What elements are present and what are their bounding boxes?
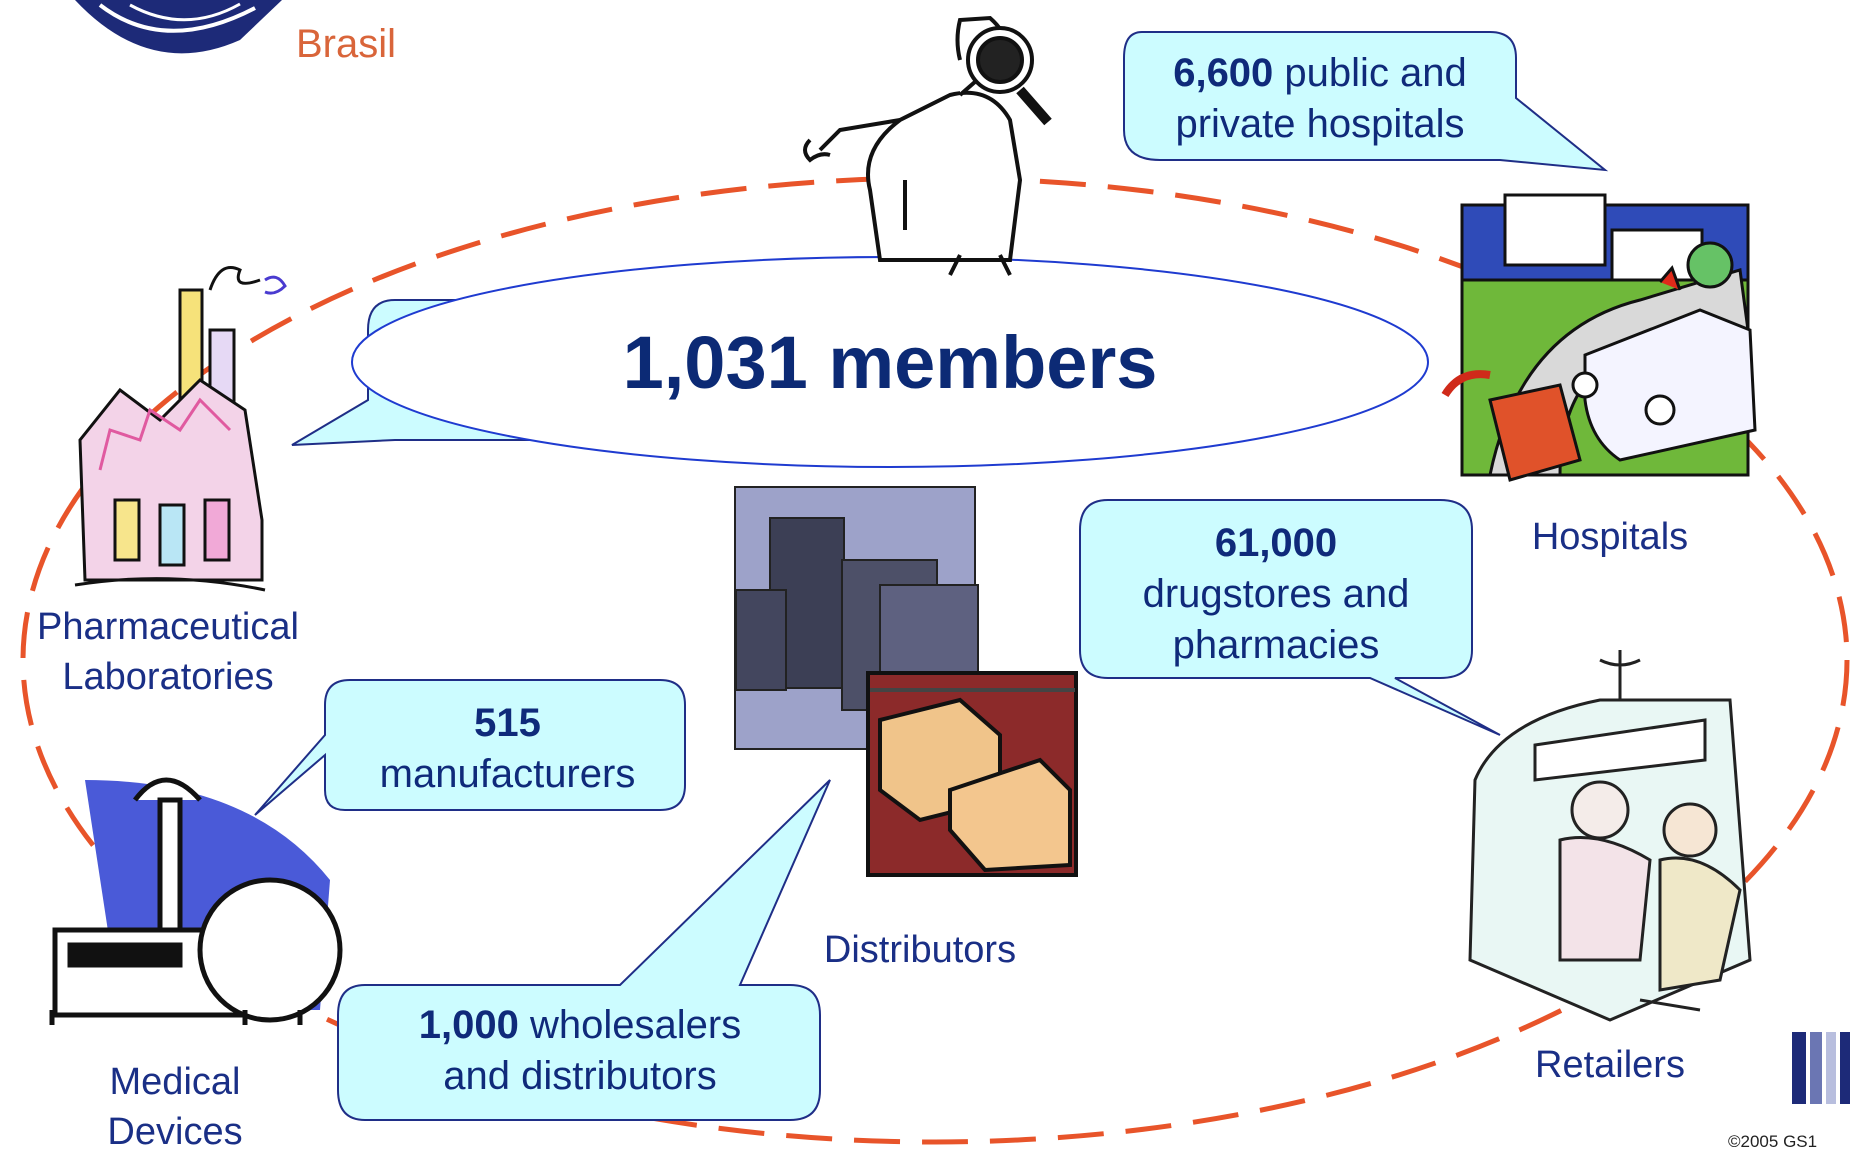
center-title: 1,031 members [622,321,1158,404]
pharmacy-clipart-icon [1468,650,1752,1022]
manufacturers-line2: manufacturers [379,752,636,796]
hospitals-bubble-shape [1123,31,1609,172]
retailers-label: Retailers [1535,1044,1685,1086]
retailers-line3: pharmacies [1172,623,1380,667]
detective-clipart-icon [803,15,1052,276]
manufacturers-count: 515 [474,701,541,745]
hospital-ambulance-clipart-icon [1441,193,1757,482]
pharma-label: Pharmaceutical Laboratories [18,602,318,702]
distributors-bubble-shape [337,779,831,1121]
distributors-line2: and distributors [443,1054,717,1098]
retailers-count: 61,000 [1214,521,1338,565]
factory-clipart-icon [49,777,343,1025]
hospitals-label: Hospitals [1531,516,1689,558]
hospitals-line2: private hospitals [1175,102,1465,146]
hospitals-count: 6,600 [1173,51,1274,95]
hospitals-bubble-text: 6,600 public and private hospitals [1135,48,1505,150]
pharmaceutical-lab-clipart-icon [74,266,287,592]
manufacturers-bubble-text: 515 manufacturers [330,698,685,800]
brand-country: Brasil [296,22,397,66]
pharma-label-line1: Pharmaceutical [37,606,299,648]
distributors-label: Distributors [823,929,1017,971]
pharma-label-line2: Laboratories [62,656,274,698]
distributors-line1: wholesalers [518,1003,742,1047]
manufacturers-bubble-shape [254,679,686,816]
retailers-bubble-text: 61,000 drugstores and pharmacies [1080,518,1472,671]
medical-label-line1: Medical [109,1061,241,1103]
gs1-logo-icon [75,0,282,54]
distributors-count: 1,000 [418,1003,519,1047]
copyright-text: ©2005 GS1 [1728,1132,1818,1151]
warehouse-boxes-clipart-icon [866,671,1078,877]
medical-label-line2: Devices [107,1111,243,1153]
retailers-bubble-shape [1079,499,1501,736]
medical-label: Medical Devices [60,1057,290,1157]
hospitals-line1: public and [1273,51,1467,95]
distributors-bubble-text: 1,000 wholesalers and distributors [340,1000,820,1102]
retailers-line2: drugstores and [1142,572,1410,616]
gs1-bars-icon [1792,1032,1850,1104]
